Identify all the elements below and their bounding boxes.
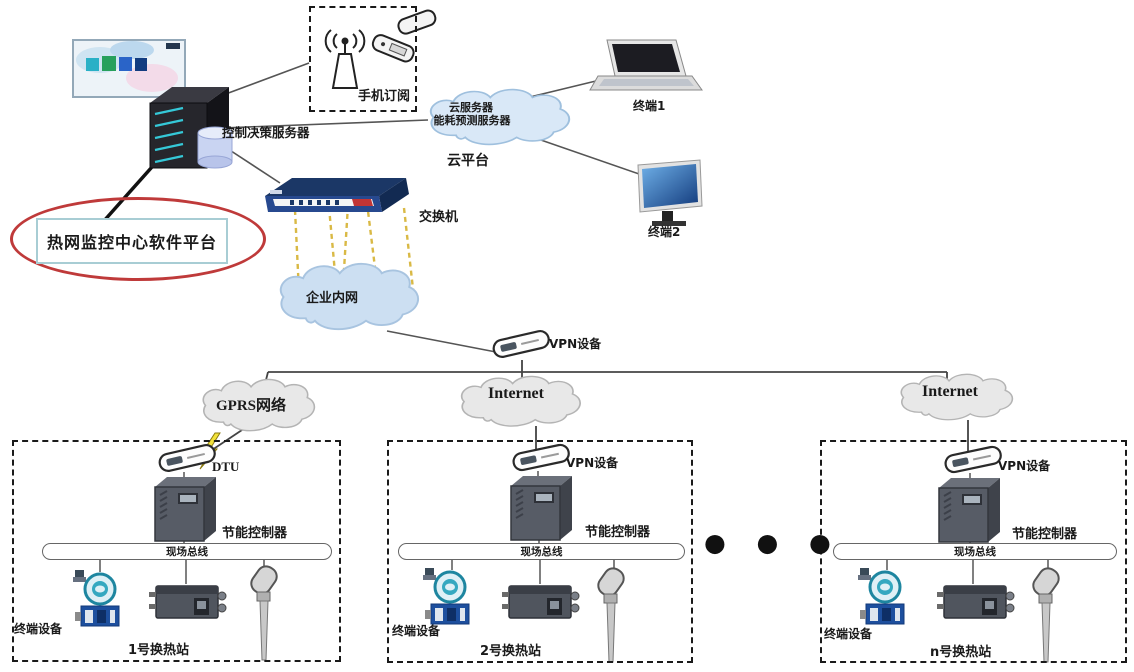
station3-box — [820, 440, 1127, 663]
internet-right-label: Internet — [922, 383, 978, 400]
cloud-prediction-server-label: 能耗预测服务器 — [433, 114, 511, 127]
station3-uplink-label: VPN设备 — [998, 459, 1051, 473]
fieldbus-station1-label: 现场总线 — [166, 546, 208, 558]
fieldbus-station2: 现场总线 — [398, 543, 685, 560]
platform-title-box: 热网监控中心软件平台 — [36, 218, 228, 264]
mobile-subscription-box — [309, 6, 417, 112]
gprs-network-label: GPRS网络 — [216, 398, 287, 414]
station1-devices-label: 终端设备 — [14, 622, 63, 636]
antenna-icon — [324, 29, 366, 89]
intranet-label: 企业内网 — [306, 291, 359, 306]
internet-center-label: Internet — [488, 385, 544, 402]
station2-uplink-label: VPN设备 — [566, 456, 619, 470]
cloud-platform-label: 云平台 — [447, 153, 489, 169]
server-label: 控制决策服务器 — [222, 125, 310, 140]
station3-devices-label: 终端设备 — [824, 627, 873, 641]
fieldbus-station1: 现场总线 — [42, 543, 332, 560]
platform-title: 热网监控中心软件平台 — [46, 233, 217, 252]
station2-controller-label: 节能控制器 — [585, 525, 651, 540]
fieldbus-station2-label: 现场总线 — [520, 546, 563, 558]
station1-name: 1号换热站 — [128, 643, 190, 658]
terminal1-label: 终端1 — [633, 99, 666, 113]
stations-ellipsis: ● ● ● — [704, 528, 842, 557]
vpn-gateway-label: VPN设备 — [549, 337, 602, 351]
terminal2-label: 终端2 — [648, 225, 681, 239]
station1-controller-label: 节能控制器 — [222, 526, 288, 541]
station2-box — [387, 440, 693, 663]
fieldbus-station3-label: 现场总线 — [954, 546, 996, 558]
cloud-server-label: 云服务器 — [449, 101, 493, 114]
desktop-icon — [637, 159, 703, 226]
database-icon — [197, 126, 233, 169]
station3-controller-label: 节能控制器 — [1012, 527, 1078, 542]
mobile-subscription-label: 手机订阅 — [358, 89, 411, 104]
fieldbus-station3: 现场总线 — [833, 543, 1117, 560]
highlight-ellipse — [10, 197, 266, 281]
station1-box — [12, 440, 341, 662]
station1-uplink-label: DTU — [212, 459, 240, 474]
station2-name: 2号换热站 — [480, 644, 542, 659]
switch-icon — [265, 178, 409, 212]
laptop-icon — [589, 39, 703, 91]
switch-label: 交换机 — [419, 210, 459, 225]
monitor-wall-icon — [72, 39, 186, 98]
station3-name: n号换热站 — [930, 645, 992, 660]
vpn-gateway-icon — [490, 328, 552, 360]
station2-devices-label: 终端设备 — [392, 624, 441, 638]
